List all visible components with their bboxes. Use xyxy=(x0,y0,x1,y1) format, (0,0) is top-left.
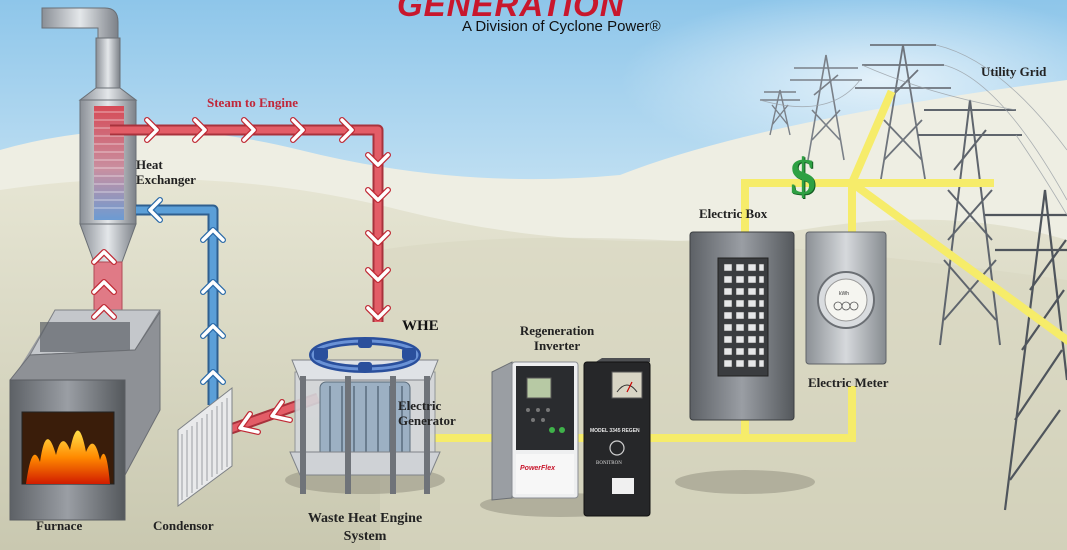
regen-brand: BONITRON xyxy=(596,461,622,466)
electric-box-label: Electric Box xyxy=(699,206,768,221)
waste-heat-engine-system-label-line1: Waste Heat Engine xyxy=(307,511,423,526)
meter-dial xyxy=(824,278,868,322)
transmission-tower-icon xyxy=(790,54,862,161)
meter-unit: kWh xyxy=(839,291,849,297)
brand-title: GENERATION xyxy=(397,0,625,23)
brand-subtitle: A Division of Cyclone Power® xyxy=(462,18,661,35)
heat-exchanger-label-line1: Heat xyxy=(136,157,163,172)
waste-heat-engine-system-label: Waste Heat Engine System xyxy=(290,510,440,546)
utility-grid-label: Utility Grid xyxy=(981,64,1047,79)
heat-exchanger-label: Heat Exchanger xyxy=(136,157,196,187)
heat-exchanger-label-line2: Exchanger xyxy=(136,172,196,187)
inverter-display xyxy=(526,377,552,399)
inverter-lower-panel xyxy=(516,454,574,494)
steam-pipe xyxy=(110,126,382,322)
inverter-brand: PowerFlex xyxy=(520,465,556,472)
chimney-elbow xyxy=(41,7,119,43)
return-arrows xyxy=(147,197,226,385)
waste-heat-engine-system-label-line2: System xyxy=(343,529,387,544)
inverter-side xyxy=(491,361,513,501)
electric-generator-label-line1: Electric xyxy=(398,398,442,413)
dollar-icon: $ xyxy=(790,149,816,206)
regeneration-inverter-label: Regeneration Inverter xyxy=(512,323,602,353)
transmission-tower-icon xyxy=(855,44,951,186)
engine-base-plate xyxy=(289,451,441,476)
regen-logo xyxy=(609,440,625,456)
electric-meter-label: Electric Meter xyxy=(808,375,889,390)
electric-generator-label: Electric Generator xyxy=(398,398,456,428)
furnace-label: Furnace xyxy=(36,518,83,533)
regeneration-inverter-label-line2: Inverter xyxy=(533,338,581,353)
flame-icon xyxy=(26,430,110,484)
steam-arrows xyxy=(91,117,391,321)
whe-label: WHE xyxy=(402,318,439,334)
steam-to-engine-label: Steam to Engine xyxy=(207,95,298,110)
box-shadow xyxy=(675,470,815,494)
transmission-tower-icon xyxy=(760,89,800,136)
power-cables xyxy=(759,44,1067,216)
electric-generator-label-line2: Generator xyxy=(398,413,456,428)
regeneration-inverter-label-line1: Regeneration xyxy=(519,323,595,338)
power-line xyxy=(426,89,1067,442)
return-pipe xyxy=(136,206,217,405)
regen-unit-body xyxy=(583,361,651,517)
arrow-icon xyxy=(145,118,159,142)
heat-exchanger-coil xyxy=(94,106,124,220)
transmission-tower-icon xyxy=(918,99,1022,346)
regen-model: MODEL 3345 REGEN xyxy=(590,428,640,434)
condensor-label: Condensor xyxy=(153,518,214,533)
breakers xyxy=(723,263,765,368)
